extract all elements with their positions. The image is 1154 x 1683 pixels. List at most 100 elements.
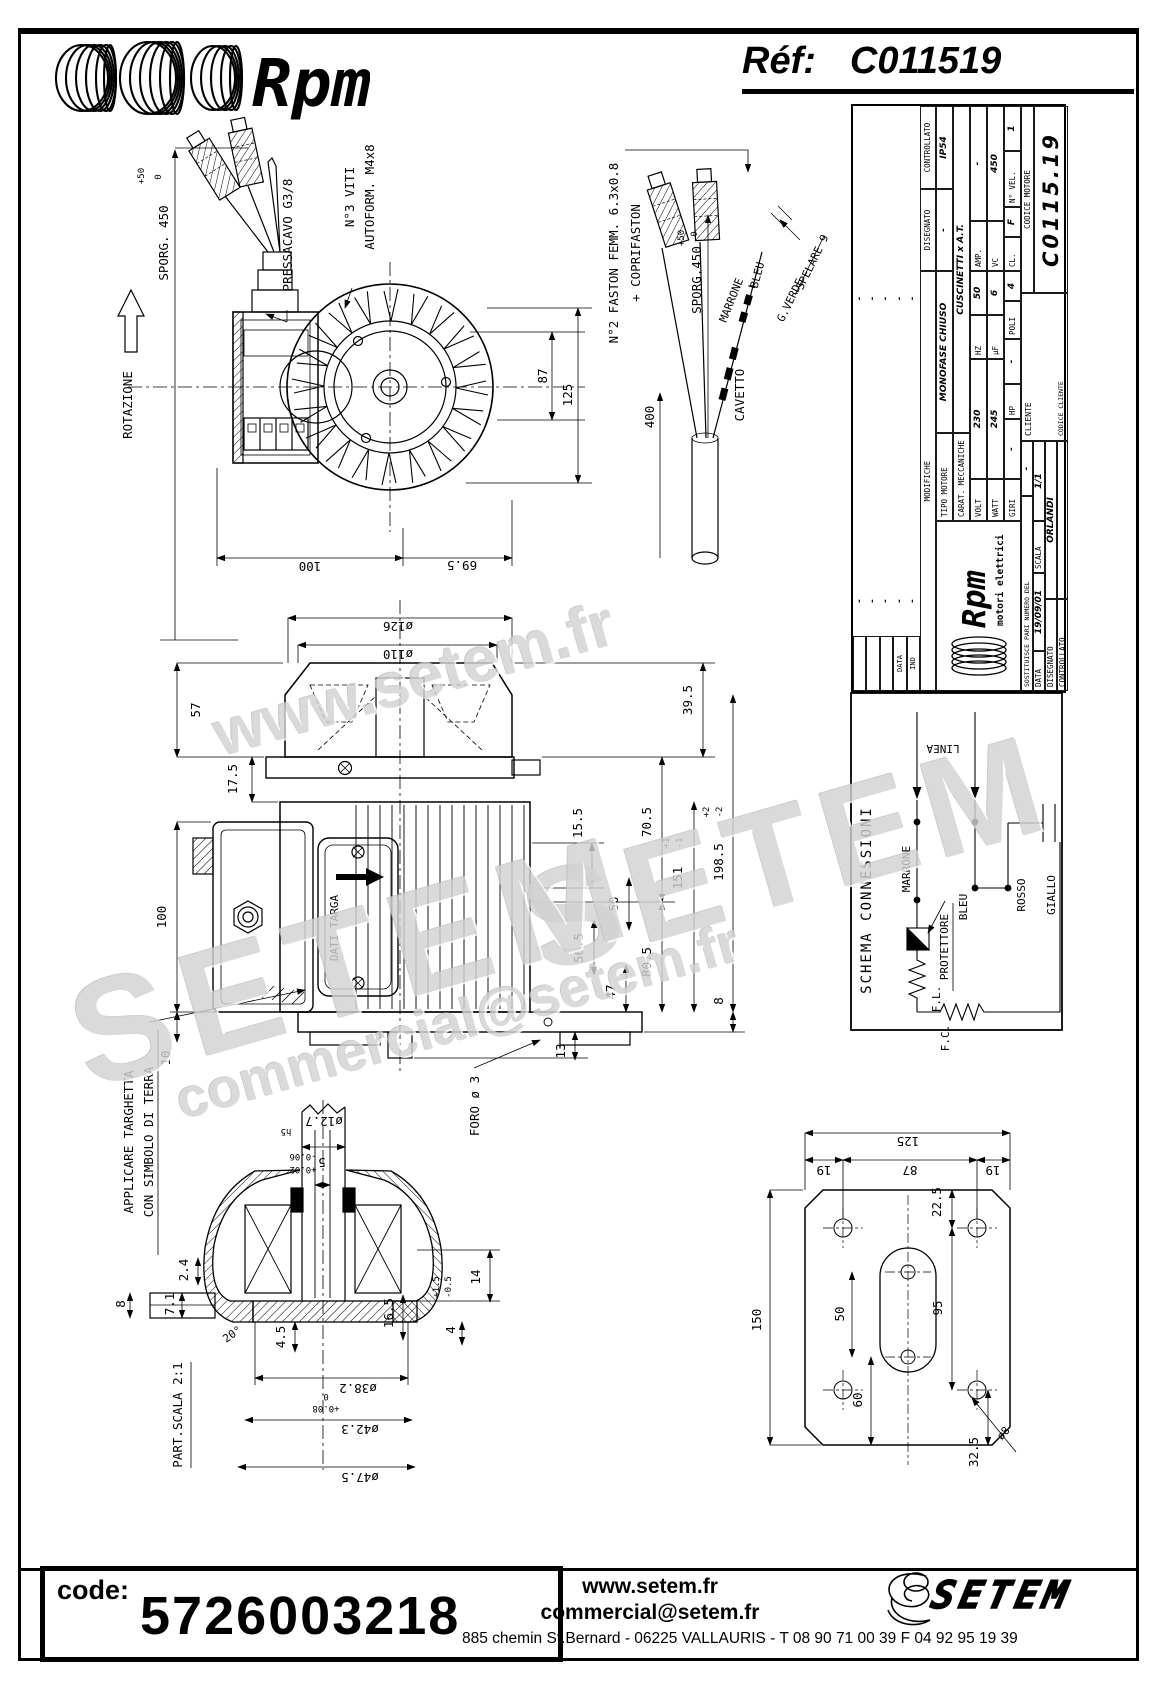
code-value: 5726003218 [140, 1586, 461, 1646]
label-bleu: BLEU [957, 894, 970, 921]
ref-value: C011519 [849, 40, 1002, 82]
rev-dash: - [868, 295, 879, 302]
carat-label: CARAT. MECCANICHE [952, 433, 970, 521]
tol-1-5: +1.5 [432, 1276, 442, 1298]
section-detail: ø12.7 h5 5 -0.06 +0.02 2.4 8 7.1 20° 4.5… [113, 1100, 500, 1485]
label-marrone: MARRONE [900, 846, 913, 892]
dim-8-side: 8 [711, 997, 726, 1005]
dim-80-5: 80.5 [639, 947, 654, 977]
label-fl: F.L. [930, 986, 943, 1013]
tol-198-dn: -2 [715, 807, 725, 818]
tol-38-dn: 0 [323, 1391, 328, 1401]
giri-label: GIRI [1003, 479, 1021, 521]
hp-value: - [1003, 339, 1021, 384]
giri-value: - [1003, 419, 1021, 479]
dim-4-5: 4.5 [273, 1326, 288, 1349]
revision-row: DATA - - [893, 106, 907, 691]
amp-label: AMP. [969, 221, 987, 271]
footer-email: commercial@setem.fr [540, 1601, 760, 1624]
dim-15-5: 15.5 [570, 808, 585, 838]
label-rosso: ROSSO [1015, 878, 1028, 911]
rev-dash: - [894, 295, 905, 302]
rev-ind-label: IND [906, 636, 920, 691]
label-protettore: PROTETTORE [938, 914, 951, 980]
dim-f22-5: 22.5 [929, 1187, 944, 1217]
tol-sporg-dn: 0 [154, 174, 164, 179]
dim-h5: h5 [281, 1126, 292, 1136]
tol-151-up: +1 [662, 838, 672, 849]
dim-10: 10 [158, 1050, 173, 1065]
rev-dash: - [908, 295, 919, 302]
label-foro: FORO ø 3 [467, 1076, 482, 1136]
dim-17-5: 17.5 [225, 764, 240, 794]
rpm-logo-text: Rpm [252, 45, 370, 122]
disegnato2-label: DISEGNATO [1044, 599, 1057, 691]
rpm-coil-icon [54, 40, 244, 116]
dim-f19l: 19 [816, 1163, 831, 1178]
tb-logo-sub: motori elettrici [995, 534, 1006, 626]
label-viti-1: N°3 VITI [342, 167, 357, 227]
dim-f125: 125 [897, 1134, 920, 1149]
label-rotazione: ROTAZIONE [120, 371, 135, 439]
label-giallo: GIALLO [1045, 875, 1058, 915]
dim-2-4: 2.4 [176, 1259, 191, 1282]
ref-label: Réf: [742, 40, 816, 82]
label-linea: LINEA [926, 742, 959, 755]
label-dati-targa: DATI TARGA [328, 895, 341, 962]
volt-value: 230 [969, 359, 987, 479]
rev-dash: - [881, 598, 892, 604]
tol-key-up: +0.02 [289, 1164, 316, 1174]
cl-value: F [1003, 207, 1021, 237]
tb-header-row: MODIFICHE DISEGNATO CONTROLLATO [919, 106, 936, 691]
dim-key5: 5 [318, 1155, 326, 1170]
dim-47-5: ø47.5 [341, 1470, 379, 1485]
vc-label: VC [986, 221, 1004, 271]
dim-f87: 87 [902, 1163, 917, 1178]
rpm-logo: Rpm [54, 40, 370, 122]
cl-label: CL. [1003, 237, 1021, 271]
uf-label: µF [986, 315, 1004, 359]
tol-151-dn: -1 [675, 838, 685, 849]
label-fc: F.C. [939, 1025, 952, 1052]
data-label: DATA [1032, 651, 1045, 691]
dim-42-3: ø42.3 [341, 1422, 379, 1437]
label-spelare: SPELARE 9 [794, 233, 832, 292]
codice-cliente-label: CODICE CLIENTE [1056, 381, 1065, 436]
dim-57: 57 [188, 702, 203, 717]
carat-value: CUSCINETTI x A.T. [952, 106, 970, 433]
revision-row: IND - - [906, 106, 920, 691]
dim-f150: 150 [749, 1309, 764, 1332]
tol-198-up: +2 [702, 807, 712, 818]
label-part-scala: PART.SCALA 2:1 [170, 1362, 185, 1467]
tipo-motore-label: TIPO MOTORE [935, 433, 953, 521]
revision-row: - - [866, 106, 880, 691]
dim-56-5: 56.5 [571, 933, 586, 963]
label-faston-2: + COPRIFASTON [628, 204, 643, 302]
electric-row-3: GIRI - HP - POLI 4 CL. F N° VEL. 1 [1003, 106, 1021, 521]
dim-14: 14 [468, 1269, 483, 1284]
dim-f50: 50 [832, 1306, 847, 1321]
dim-d110: ø110 [383, 647, 413, 662]
top-view: ROTAZIONE SPORG. 450 +50 0 PRESSACAVO G3… [117, 116, 592, 641]
tb-bottom-band: SOSTITUISCE PARI NUMERO DEL - DATA 19/09… [1020, 106, 1068, 691]
dim-125: 125 [560, 384, 575, 407]
cliente-label: CLIENTE [1023, 402, 1033, 436]
rev-dash: - [894, 598, 905, 604]
dim-f32-5: 32.5 [966, 1437, 981, 1467]
code-label: code: [57, 1575, 130, 1605]
tipo-motore-value: MONOFASE CHIUSO [935, 271, 953, 433]
disegnato-value: - [935, 189, 953, 271]
nvel-value: 1 [1003, 106, 1021, 151]
rev-dash: - [881, 295, 892, 302]
hz-value: 50 [969, 271, 987, 315]
dim-151: 151 [670, 867, 685, 890]
cliente-cell: CLIENTE CODICE CLIENTE [1020, 293, 1068, 441]
setem-logo-text: SETEM [927, 1573, 1076, 1618]
poli-label: POLI [1003, 301, 1021, 339]
tol-f-dn: 0 [690, 231, 700, 236]
rev-dash: - [854, 598, 865, 604]
dim-38-2: ø38.2 [339, 1381, 377, 1396]
data-value: 19/09/01 [1032, 573, 1045, 651]
tol-key-dn: -0.06 [289, 1151, 316, 1161]
